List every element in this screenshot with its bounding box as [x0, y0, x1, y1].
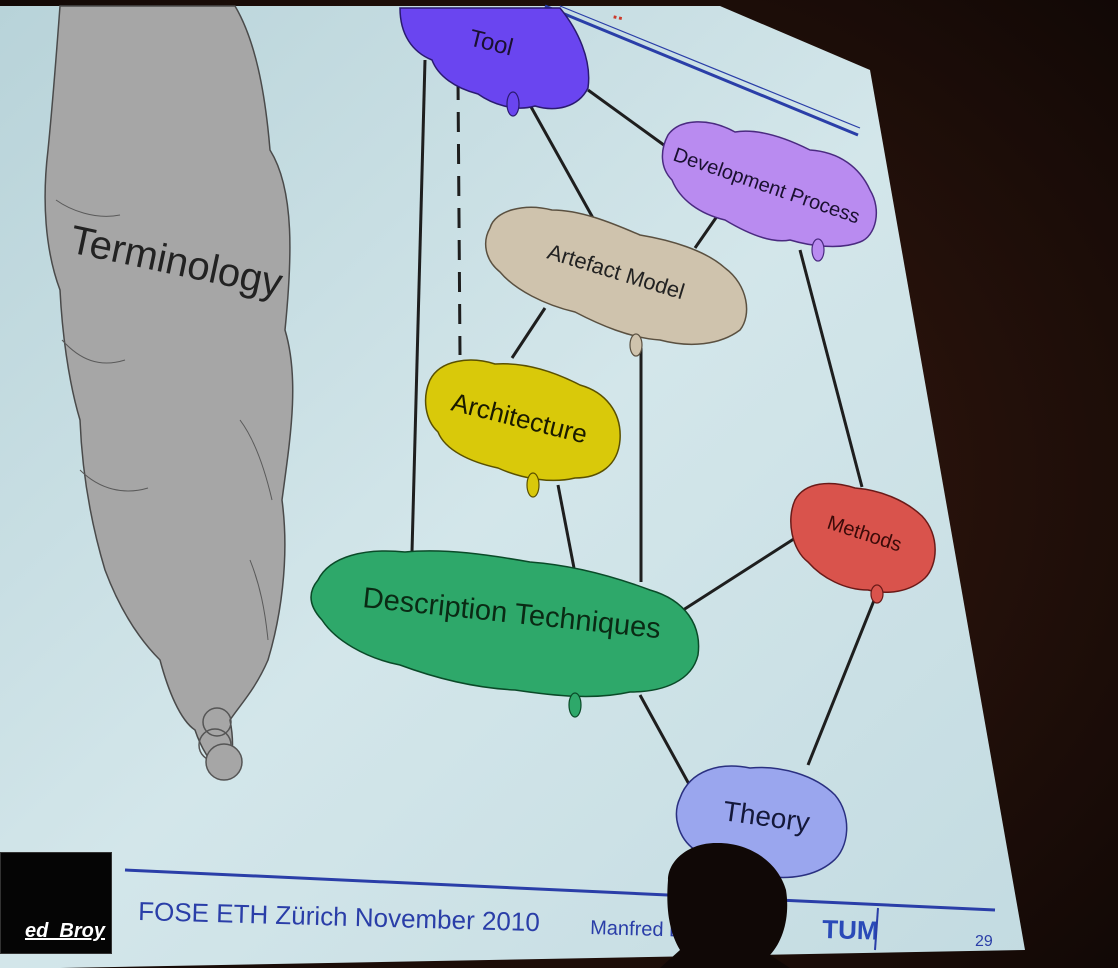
tum-logo: TUM — [822, 914, 879, 946]
connector-lines — [410, 59, 877, 787]
page-number: 29 — [975, 933, 993, 950]
footer-author: Manfred B — [590, 917, 683, 942]
architecture-cloud — [424, 359, 621, 498]
title-fragment: .. — [611, 1, 626, 25]
tool-cloud — [399, 7, 590, 117]
speaker-silhouette — [660, 842, 790, 968]
top-rule — [544, 4, 859, 137]
development-process-cloud — [661, 121, 878, 262]
terminology-cloud — [44, 5, 294, 781]
methods-cloud — [790, 482, 936, 604]
caption-box: ed_Broy — [0, 852, 112, 954]
footer-rule — [124, 868, 996, 912]
description-techniques-cloud — [310, 550, 700, 718]
footer-separator — [874, 907, 879, 951]
caption-text: ed_Broy — [24, 920, 105, 942]
top-rule-thin — [559, 5, 861, 129]
artefact-model-cloud — [484, 206, 748, 357]
